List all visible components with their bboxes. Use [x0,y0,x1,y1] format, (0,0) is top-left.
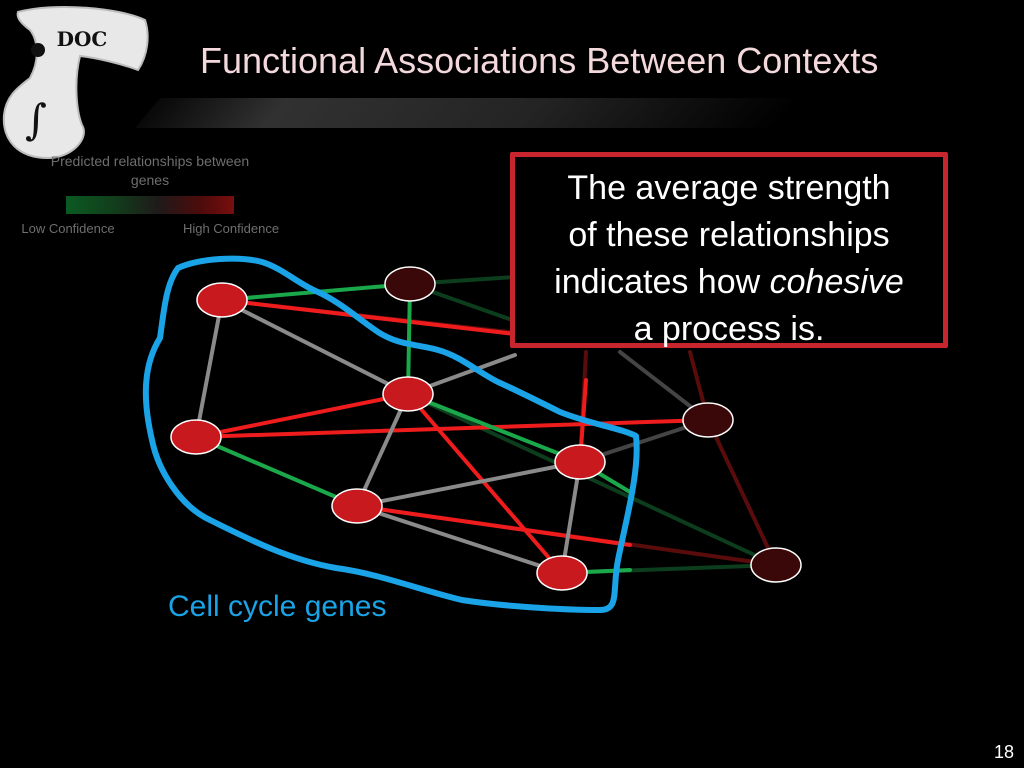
cluster-label: Cell cycle genes [168,590,387,623]
network-edge [355,504,564,575]
network-edge [194,392,410,439]
network-edge [406,392,582,464]
gene-node-cluster [331,488,383,524]
integral-icon: ∫ [25,95,47,144]
network-edge [355,392,410,508]
gene-node-outside [384,266,436,302]
callout-emphasis: cohesive [769,263,904,301]
gene-node-outside [682,402,734,438]
network-edge [220,298,410,396]
logo: DOC ∫ [2,5,149,160]
callout-box: The average strength of these relationsh… [510,152,948,348]
network-edge [194,435,359,508]
legend-high-label: High Confidence [182,221,280,236]
slide-number: 18 [993,742,1014,762]
network-edge [355,460,582,508]
callout-line-4: a process is. [633,310,825,348]
legend-low-label: Low Confidence [21,221,115,236]
callout-line-1: The average strength [567,169,891,207]
gene-node-cluster [196,282,248,318]
network-edge [560,460,582,575]
gene-node-cluster [536,555,588,591]
network-edge [406,392,564,575]
callout-line-3-prefix: indicates how [554,263,770,301]
logo-text: DOC [57,27,108,51]
network-edge [706,418,778,567]
callout-line-3: indicates how cohesive [515,259,943,306]
network-edge [406,392,778,567]
slide-title: Functional Associations Between Contexts [200,40,879,81]
gene-node-cluster [170,419,222,455]
network-edge [194,418,710,439]
cell-cycle-cluster-outline [142,255,640,613]
gene-node-outside [750,547,802,583]
network-edge [355,504,632,547]
logo-dot-icon [31,43,45,57]
network-edge [194,298,224,439]
legend-caption: Predicted relationships between genes [50,153,250,188]
confidence-color-scale [66,196,234,214]
callout-line-2: of these relationships [568,216,890,254]
gene-node-cluster [554,444,606,480]
network-edge [220,298,517,336]
network-nodes [170,266,802,591]
gene-node-cluster [382,376,434,412]
network-edge [406,282,412,396]
